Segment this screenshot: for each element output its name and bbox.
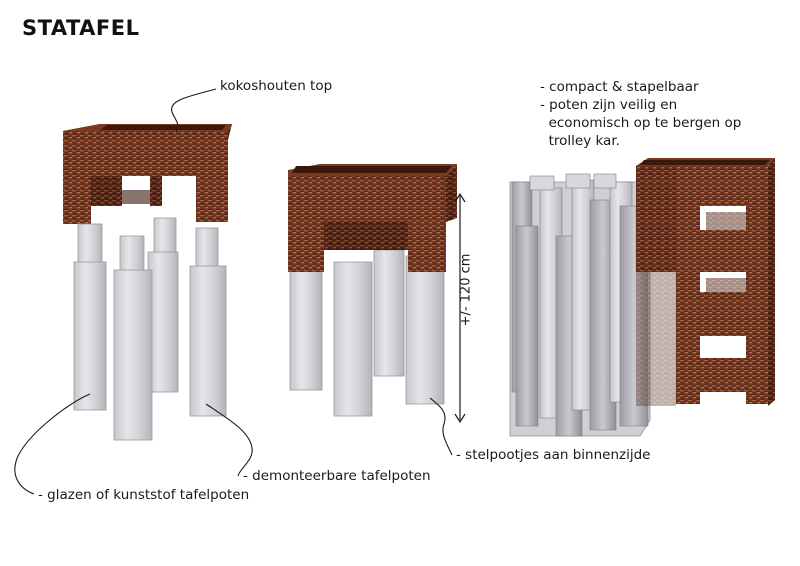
annotation-compact-line: - poten zijn veilig en bbox=[540, 97, 678, 113]
annotation-demonteerbare: - demonteerbare tafelpoten bbox=[243, 468, 431, 484]
annotation-top: kokoshouten top bbox=[220, 78, 333, 94]
exploded-table-top bbox=[63, 124, 232, 224]
leader-demonteer bbox=[205, 403, 253, 477]
stacked-tops bbox=[636, 158, 775, 406]
page-title: STATAFEL bbox=[22, 16, 140, 40]
annotation-compact: - compact & stapelbaar - poten zijn veil… bbox=[540, 78, 741, 150]
stacked-legs-bundle bbox=[509, 173, 651, 437]
leader-top bbox=[171, 88, 217, 133]
leader-glazen bbox=[14, 393, 91, 495]
annotation-compact-line: trolley kar. bbox=[540, 133, 620, 149]
leader-stelpootjes bbox=[429, 397, 453, 456]
annotation-glazen: - glazen of kunststof tafelpoten bbox=[38, 487, 250, 503]
annotation-compact-line: - compact & stapelbaar bbox=[540, 79, 699, 95]
exploded-legs bbox=[73, 217, 227, 441]
annotation-stelpootjes: - stelpootjes aan binnenzijde bbox=[456, 447, 651, 463]
assembled-table-legs bbox=[289, 249, 445, 417]
dimension-label: +/- 120 cm bbox=[458, 253, 474, 327]
height-dimension-arrow bbox=[454, 192, 466, 424]
annotation-compact-line: economisch op te bergen op bbox=[540, 115, 742, 131]
assembled-table-top bbox=[288, 164, 457, 272]
